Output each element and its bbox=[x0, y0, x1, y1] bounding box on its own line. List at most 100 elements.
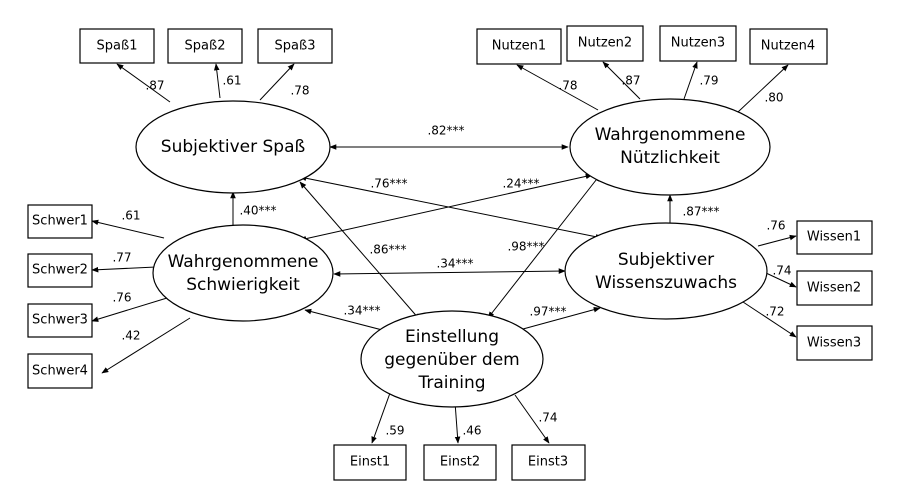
loading-label-nutzen3: .79 bbox=[699, 74, 718, 88]
svg-text:Nutzen4: Nutzen4 bbox=[761, 39, 815, 54]
svg-text:Schwer4: Schwer4 bbox=[32, 364, 88, 379]
loading-spass-spass1 bbox=[116, 63, 171, 103]
loading-wissen-wissen2 bbox=[765, 272, 797, 288]
svg-text:Wahrgenommene: Wahrgenommene bbox=[595, 125, 746, 145]
corr-label-wissen-einst: .97*** bbox=[529, 305, 566, 319]
svg-text:Wissen3: Wissen3 bbox=[807, 336, 861, 351]
corr-label-schwer-wissen: .34*** bbox=[436, 257, 473, 271]
indicator-einst1: Einst1 bbox=[333, 444, 407, 481]
indicator-wissen2: Wissen2 bbox=[796, 270, 873, 306]
corr-label-spass-schwer: .40*** bbox=[239, 204, 276, 218]
corr-label-spass-nutzen: .82*** bbox=[427, 124, 464, 138]
svg-text:Einstellung: Einstellung bbox=[405, 327, 499, 347]
corr-wissen-einst bbox=[511, 306, 601, 334]
indicator-nutzen1: Nutzen1 bbox=[476, 28, 562, 65]
svg-text:Nutzen1: Nutzen1 bbox=[492, 39, 546, 54]
loading-label-schwer1: .61 bbox=[121, 209, 140, 223]
loading-label-wissen1: .76 bbox=[766, 219, 785, 233]
corr-spass-wissen bbox=[299, 175, 603, 240]
corr-nutzen-schwer bbox=[299, 173, 593, 242]
svg-text:Schwer2: Schwer2 bbox=[32, 263, 88, 278]
loading-nutzen-nutzen3 bbox=[683, 61, 698, 100]
corr-label-spass-einst: .86*** bbox=[369, 243, 406, 257]
loading-label-nutzen4: .80 bbox=[764, 91, 783, 105]
loading-nutzen-nutzen2 bbox=[602, 61, 641, 100]
loading-nutzen-nutzen4 bbox=[737, 64, 789, 113]
svg-text:Spaß3: Spaß3 bbox=[275, 39, 316, 54]
indicator-nutzen3: Nutzen3 bbox=[659, 25, 737, 62]
svg-text:Wissen2: Wissen2 bbox=[807, 281, 861, 296]
loading-schwer-schwer4 bbox=[101, 317, 191, 374]
corr-schwer-einst bbox=[304, 308, 391, 334]
svg-text:Schwer3: Schwer3 bbox=[32, 313, 88, 328]
indicator-nutzen4: Nutzen4 bbox=[749, 28, 828, 65]
loading-spass-spass2 bbox=[213, 63, 221, 99]
svg-text:gegenüber dem: gegenüber dem bbox=[384, 350, 520, 370]
indicator-spass3: Spaß3 bbox=[257, 28, 333, 64]
svg-text:Wissenszuwachs: Wissenszuwachs bbox=[595, 273, 737, 293]
loading-schwer-schwer1 bbox=[91, 219, 165, 239]
indicator-wissen3: Wissen3 bbox=[796, 325, 873, 361]
loading-label-einst3: .74 bbox=[538, 411, 557, 425]
svg-text:Einst3: Einst3 bbox=[528, 455, 568, 470]
indicator-schwer2: Schwer2 bbox=[27, 253, 93, 288]
svg-text:Training: Training bbox=[417, 373, 485, 393]
corr-label-spass-wissen: .76*** bbox=[370, 177, 407, 191]
svg-text:Spaß1: Spaß1 bbox=[97, 39, 138, 54]
corr-label-nutzen-schwer: .24*** bbox=[502, 177, 539, 191]
indicator-einst3: Einst3 bbox=[511, 444, 586, 481]
loading-label-einst1: .59 bbox=[385, 424, 404, 438]
svg-text:Wahrgenommene: Wahrgenommene bbox=[168, 252, 319, 272]
loading-label-schwer4: .42 bbox=[121, 329, 140, 343]
corr-nutzen-einst bbox=[487, 174, 601, 319]
svg-text:Subjektiver: Subjektiver bbox=[618, 250, 714, 270]
latent-wahrgenommene-nuetzlichkeit: Wahrgenommene Nützlichkeit bbox=[569, 98, 771, 196]
loading-spass-spass3 bbox=[259, 63, 295, 101]
loading-label-nutzen2: .87 bbox=[621, 74, 640, 88]
latent-subjektiver-wissenszuwachs: Subjektiver Wissenszuwachs bbox=[564, 222, 768, 320]
loading-label-spass3: .78 bbox=[290, 84, 309, 98]
loading-label-wissen3: .72 bbox=[765, 305, 784, 319]
svg-text:Wissen1: Wissen1 bbox=[807, 230, 861, 245]
loading-nutzen-nutzen1 bbox=[516, 64, 599, 111]
loading-einst-einst1 bbox=[371, 392, 391, 444]
svg-text:Schwer1: Schwer1 bbox=[32, 214, 88, 229]
svg-text:Nutzen3: Nutzen3 bbox=[671, 36, 725, 51]
svg-text:Einst1: Einst1 bbox=[350, 455, 390, 470]
indicator-schwer3: Schwer3 bbox=[27, 303, 93, 338]
indicator-spass2: Spaß2 bbox=[167, 28, 243, 64]
loading-label-schwer2: .77 bbox=[112, 251, 131, 265]
loading-label-wissen2: .74 bbox=[772, 264, 791, 278]
loading-label-schwer3: .76 bbox=[112, 291, 131, 305]
corr-label-nutzen-einst: .98*** bbox=[507, 240, 544, 254]
svg-text:Spaß2: Spaß2 bbox=[185, 39, 226, 54]
loading-schwer-schwer3 bbox=[91, 297, 168, 322]
svg-text:Nützlichkeit: Nützlichkeit bbox=[620, 148, 720, 168]
indicator-wissen1: Wissen1 bbox=[796, 220, 873, 255]
loading-wissen-wissen1 bbox=[757, 234, 797, 247]
svg-text:Subjektiver Spaß: Subjektiver Spaß bbox=[161, 137, 305, 157]
svg-text:Nutzen2: Nutzen2 bbox=[578, 36, 632, 51]
loading-label-einst2: .46 bbox=[462, 424, 481, 438]
loading-label-nutzen1: .78 bbox=[558, 79, 577, 93]
indicator-spass1: Spaß1 bbox=[79, 28, 155, 64]
latent-einstellung-training: Einstellung gegenüber dem Training bbox=[360, 310, 544, 408]
loading-einst-einst3 bbox=[514, 394, 550, 444]
latent-subjektiver-spass: Subjektiver Spaß bbox=[135, 100, 331, 194]
svg-text:Schwierigkeit: Schwierigkeit bbox=[186, 275, 300, 295]
loading-label-spass2: .61 bbox=[222, 74, 241, 88]
loading-label-spass1: .87 bbox=[145, 79, 164, 93]
indicator-schwer1: Schwer1 bbox=[27, 204, 93, 239]
corr-schwer-wissen bbox=[333, 268, 566, 277]
indicator-einst2: Einst2 bbox=[423, 444, 497, 481]
loading-schwer-schwer2 bbox=[91, 266, 157, 273]
svg-text:Einst2: Einst2 bbox=[440, 455, 480, 470]
indicator-schwer4: Schwer4 bbox=[27, 353, 93, 389]
corr-label-nutzen-wissen: .87*** bbox=[682, 205, 719, 219]
loading-einst-einst2 bbox=[454, 401, 461, 444]
indicator-nutzen2: Nutzen2 bbox=[566, 25, 644, 62]
latent-wahrgenommene-schwierigkeit: Wahrgenommene Schwierigkeit bbox=[152, 224, 334, 322]
corr-label-schwer-einst: .34*** bbox=[343, 304, 380, 318]
loading-wissen-wissen3 bbox=[739, 299, 797, 338]
